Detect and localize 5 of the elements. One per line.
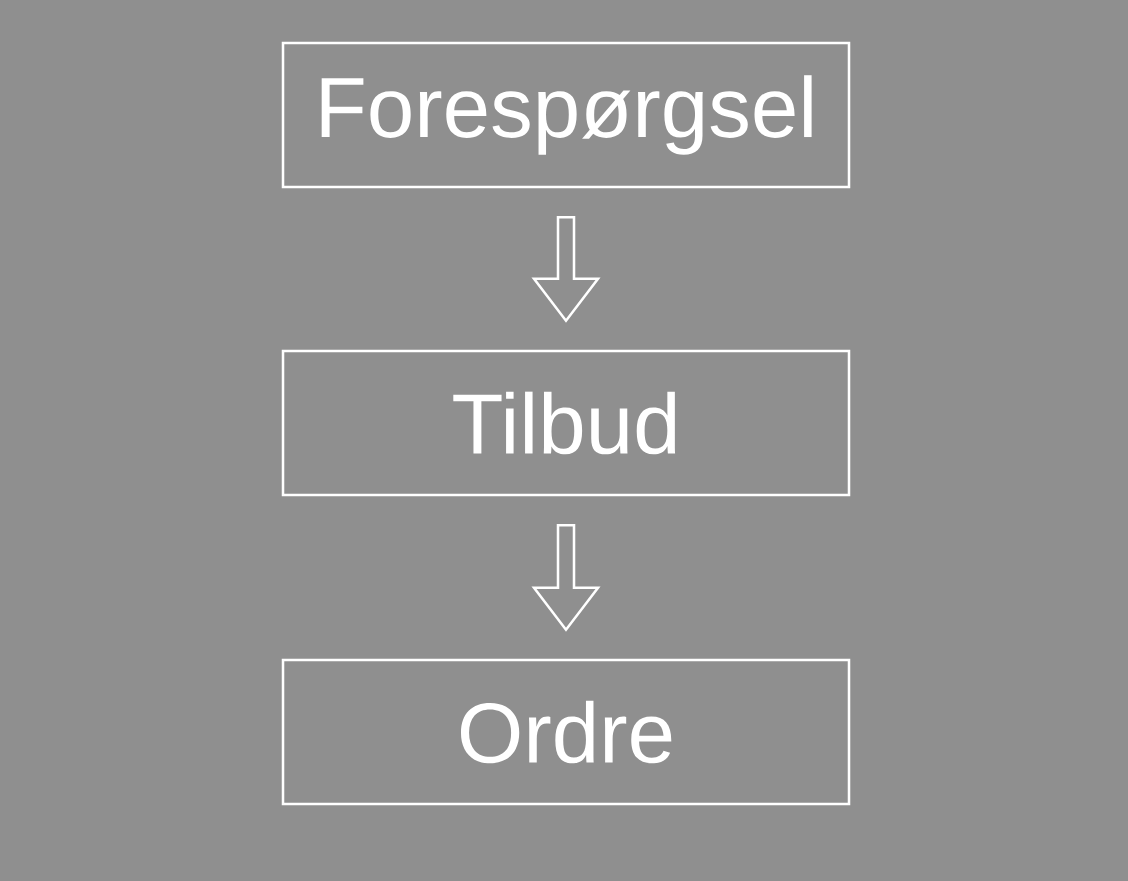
process-box: Tilbud (281, 349, 851, 497)
process-box: Ordre (281, 658, 851, 806)
block-arrow (531, 524, 601, 632)
block-arrow (531, 216, 601, 323)
process-box: Forespørgsel (281, 41, 851, 189)
